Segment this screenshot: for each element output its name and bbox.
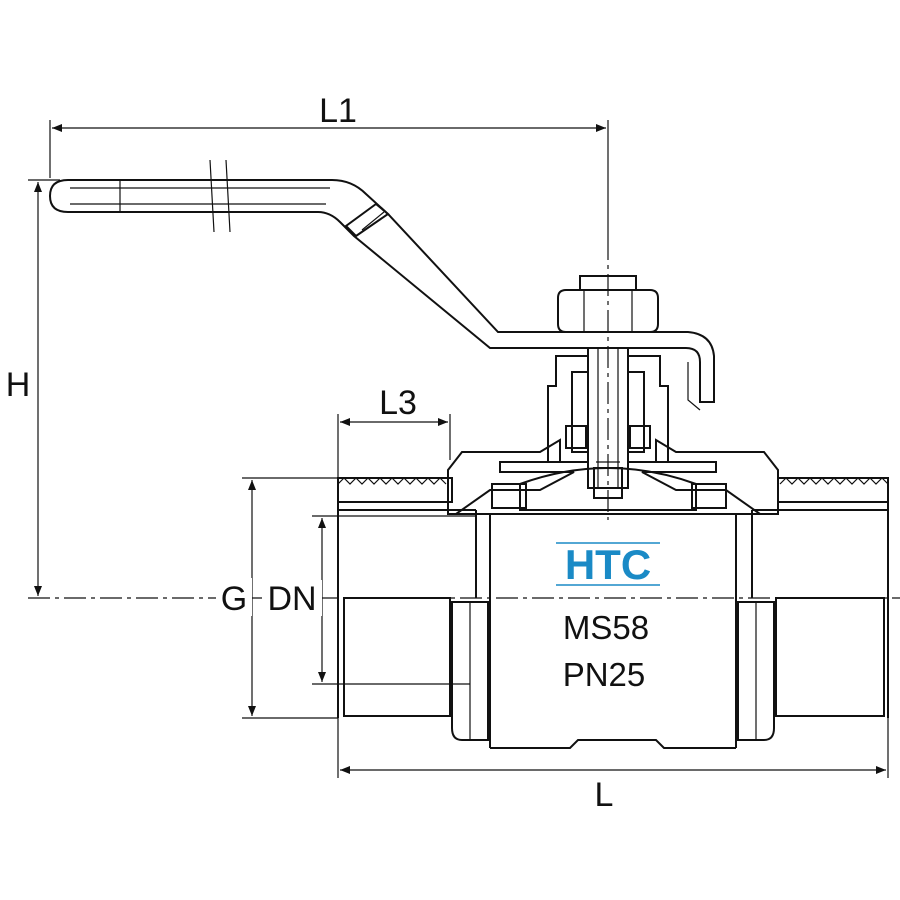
lever-handle — [48, 159, 715, 411]
dimension-l1: L1 — [49, 92, 609, 238]
right-connector — [737, 477, 889, 741]
dim-label-dn: DN — [267, 580, 316, 618]
gland-packing — [547, 355, 669, 463]
dim-label-h: H — [6, 366, 31, 404]
brand-text: HTC — [565, 541, 651, 588]
dimension-l: L — [337, 718, 889, 814]
dim-label-l: L — [595, 776, 614, 814]
dimension-dn: DN — [262, 515, 476, 685]
material-marking: MS58 — [563, 609, 649, 646]
dimension-h: H — [6, 179, 60, 596]
valve-body-top — [447, 438, 779, 515]
pressure-marking: PN25 — [563, 656, 646, 693]
center-lines — [28, 238, 900, 599]
valve-body — [456, 513, 760, 749]
left-connector — [337, 477, 489, 741]
dim-label-g: G — [221, 580, 247, 618]
dim-label-l3: L3 — [379, 384, 417, 422]
brand-logo: HTC — [556, 541, 660, 588]
dim-label-l1: L1 — [319, 92, 357, 130]
dimension-g: G — [216, 477, 338, 719]
stem-nut — [557, 275, 659, 499]
dimension-l3: L3 — [337, 384, 451, 478]
